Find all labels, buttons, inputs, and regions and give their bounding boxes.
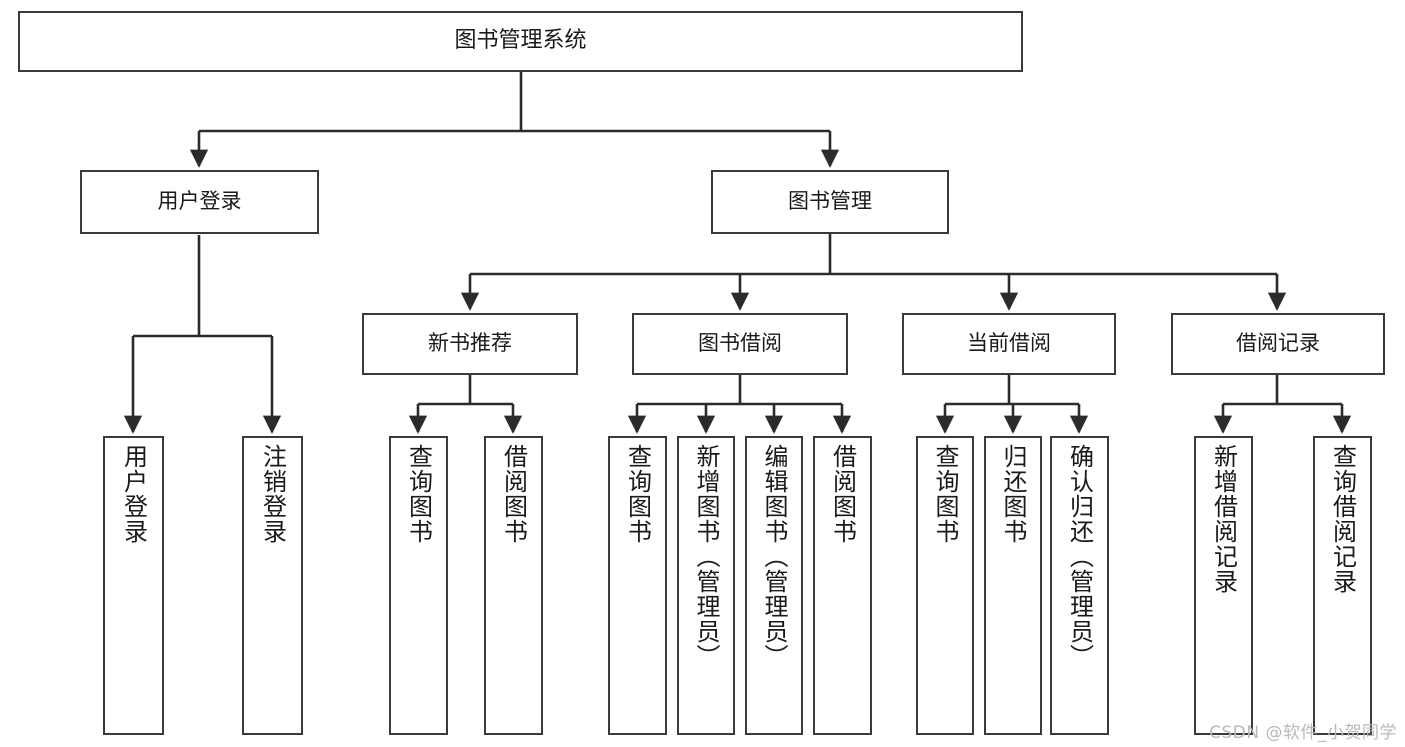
node-label: 查询图书 <box>931 444 959 544</box>
node-label: 图书管理 <box>788 189 872 214</box>
node-book-borrow[interactable]: 图书借阅 <box>632 313 848 375</box>
leaf-query-borrow-record[interactable]: 查询借阅记录 <box>1313 436 1372 735</box>
leaf-confirm-return-admin[interactable]: 确认归还（管理员） <box>1050 436 1109 735</box>
leaf-add-borrow-record[interactable]: 新增借阅记录 <box>1194 436 1253 735</box>
leaf-logout-login[interactable]: 注销登录 <box>242 436 303 735</box>
node-book-management[interactable]: 图书管理 <box>711 170 949 234</box>
node-label: 借阅图书 <box>828 444 857 544</box>
leaf-query-book-recommend[interactable]: 查询图书 <box>389 436 448 735</box>
leaf-edit-book-admin[interactable]: 编辑图书（管理员） <box>745 436 803 735</box>
leaf-borrow-book-recommend[interactable]: 借阅图书 <box>484 436 543 735</box>
node-label: 查询图书 <box>623 444 652 544</box>
node-label: 查询借阅记录 <box>1328 444 1357 594</box>
node-label: 查询图书 <box>404 444 433 544</box>
node-label: 新增图书（管理员） <box>692 444 720 669</box>
leaf-borrow-book-borrow[interactable]: 借阅图书 <box>813 436 872 735</box>
node-current-borrow[interactable]: 当前借阅 <box>902 313 1116 375</box>
node-label: 图书管理系统 <box>454 28 587 54</box>
leaf-return-book[interactable]: 归还图书 <box>984 436 1042 735</box>
leaf-query-book-borrow[interactable]: 查询图书 <box>608 436 667 735</box>
node-label: 确认归还（管理员） <box>1065 444 1094 669</box>
node-label: 图书借阅 <box>698 331 782 356</box>
node-label: 当前借阅 <box>967 331 1051 356</box>
watermark: CSDN @软件_小贺同学 <box>1209 723 1397 743</box>
node-label: 借阅图书 <box>499 444 528 544</box>
node-label: 用户登录 <box>157 189 242 214</box>
node-user-login[interactable]: 用户登录 <box>80 170 319 234</box>
leaf-query-book-current[interactable]: 查询图书 <box>916 436 974 735</box>
node-label: 新书推荐 <box>428 331 512 356</box>
node-label: 用户登录 <box>119 444 148 544</box>
node-label: 新增借阅记录 <box>1209 444 1238 594</box>
node-borrow-record[interactable]: 借阅记录 <box>1171 313 1385 375</box>
node-label: 编辑图书（管理员） <box>760 444 788 669</box>
node-label: 归还图书 <box>999 444 1027 544</box>
leaf-user-login[interactable]: 用户登录 <box>103 436 164 735</box>
node-new-book-recommend[interactable]: 新书推荐 <box>362 313 578 375</box>
node-label: 借阅记录 <box>1236 331 1320 356</box>
leaf-add-book-admin[interactable]: 新增图书（管理员） <box>677 436 735 735</box>
node-label: 注销登录 <box>258 444 287 544</box>
node-root-system[interactable]: 图书管理系统 <box>18 11 1023 72</box>
